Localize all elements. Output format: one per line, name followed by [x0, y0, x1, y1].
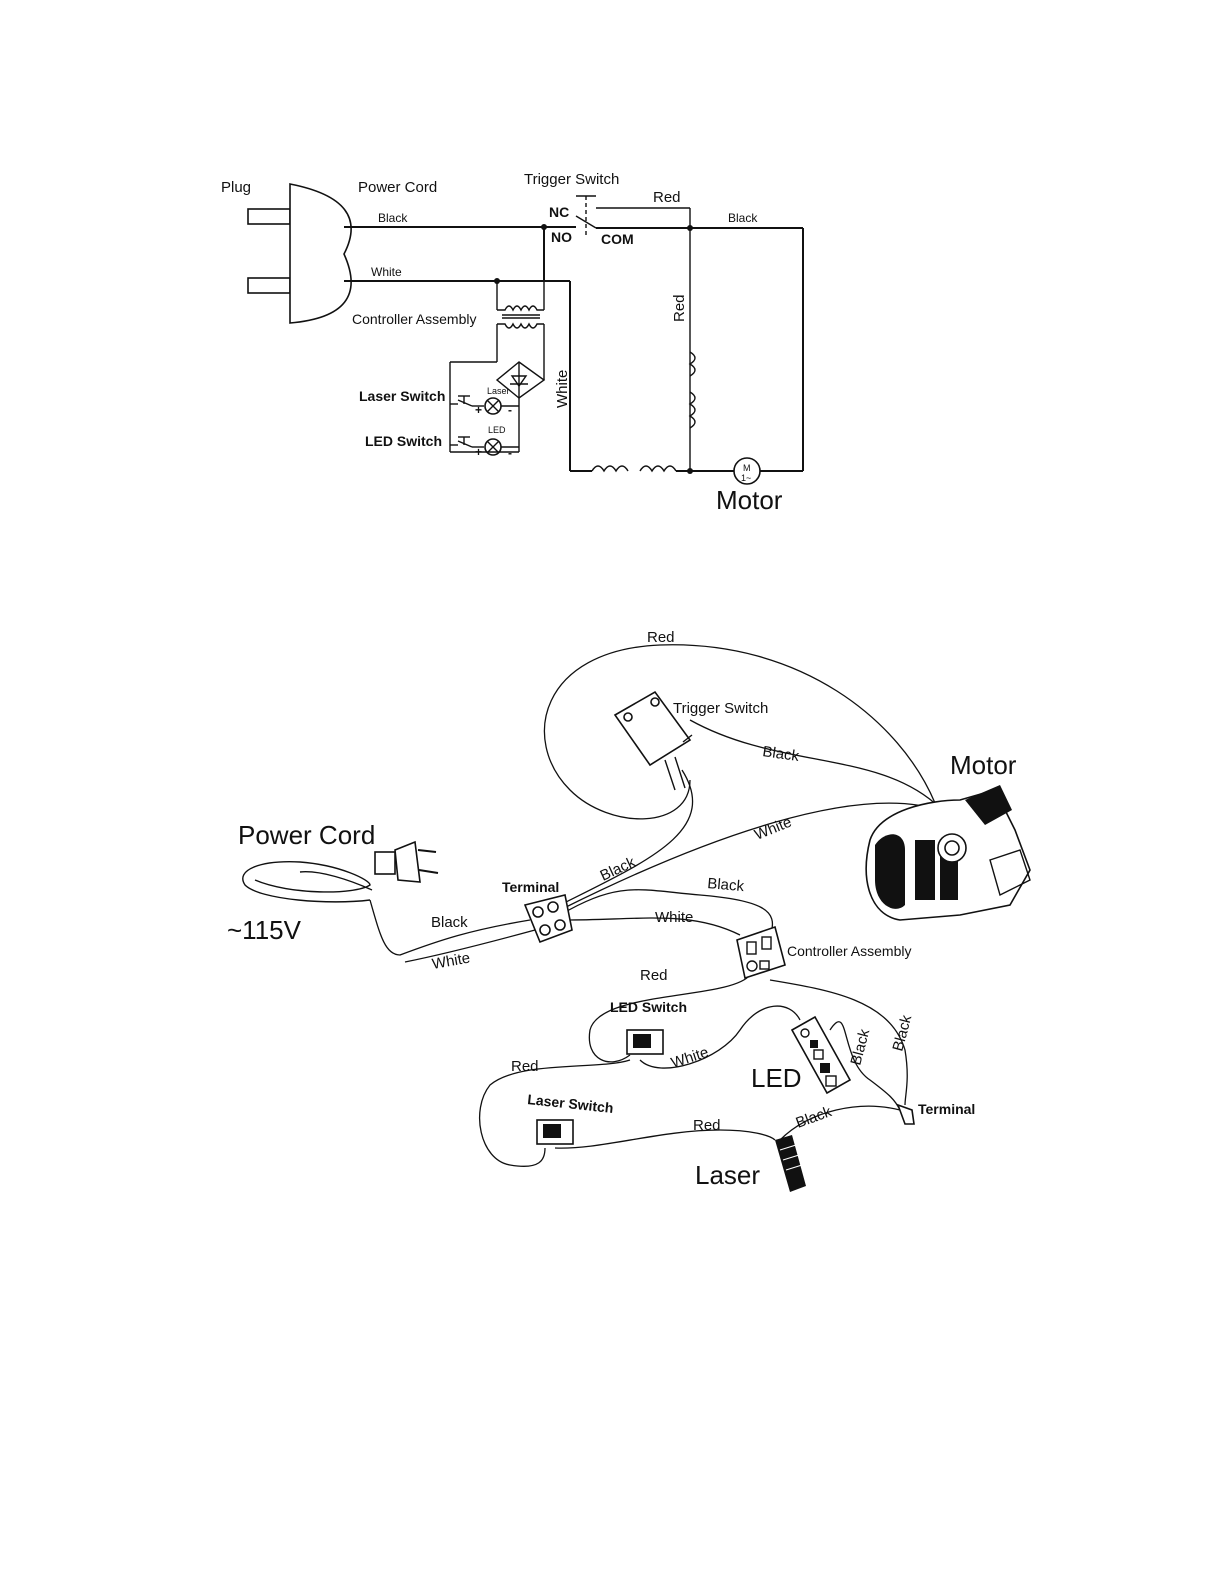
- led-board-part: [790, 1015, 852, 1095]
- junction-dot-2: [687, 225, 693, 231]
- junction-dot-3: [687, 468, 693, 474]
- black-wire-laser: [779, 1105, 901, 1141]
- red-wire-top-label: Red: [647, 629, 675, 646]
- field-coil-horizontal: [591, 465, 677, 473]
- black-wire-controller-label: Black: [707, 875, 746, 895]
- black-wire-label-2: Black: [728, 211, 758, 225]
- black-wire-led-1: [829, 1021, 901, 1111]
- no-label: NO: [551, 229, 572, 245]
- trigger-switch-part: [613, 690, 693, 791]
- laser-module-part: [775, 1135, 806, 1192]
- plug-symbol: [247, 183, 352, 324]
- led-switch-label: LED Switch: [610, 999, 687, 1015]
- black-wire-laser-label: Black: [794, 1103, 835, 1132]
- trigger-switch-label: Trigger Switch: [673, 700, 768, 717]
- laser-switch-label: Laser Switch: [359, 388, 445, 404]
- black-wire-cord-label: Black: [431, 914, 468, 931]
- red-wire-laser-label: Red: [693, 1117, 721, 1134]
- terminal-block-part: [523, 894, 573, 944]
- schematic-diagram: Plug Power Cord Black Trigger Switch NC …: [221, 171, 804, 515]
- led-minus: -: [508, 446, 512, 460]
- black-wire-led-2: [769, 979, 908, 1106]
- voltage-label: ~115V: [227, 915, 302, 945]
- power-cord-label: Power Cord: [238, 820, 375, 850]
- laser-minus: -: [508, 403, 512, 417]
- nc-label: NC: [549, 204, 569, 220]
- white-wire-label-v: White: [554, 370, 571, 408]
- red-wire-label-v: Red: [671, 294, 688, 322]
- motor-label: Motor: [950, 750, 1017, 780]
- red-wire-controller-label: Red: [640, 967, 668, 984]
- motor-symbol-m: M: [743, 463, 751, 473]
- com-label: COM: [601, 231, 634, 247]
- motor-symbol-ac: 1~: [741, 473, 751, 483]
- controller-assembly-label: Controller Assembly: [787, 943, 912, 959]
- motor-label: Motor: [716, 485, 783, 515]
- led-switch-label: LED Switch: [365, 433, 442, 449]
- white-wire-motor: [559, 802, 946, 911]
- red-wire-top: [543, 644, 936, 820]
- laser-switch-part: [536, 1119, 574, 1145]
- black-wire-cord: [369, 899, 531, 956]
- white-wire-cord-label: White: [431, 950, 472, 973]
- pictorial-diagram: Trigger Switch Red Black White Motor Pow…: [227, 629, 1031, 1192]
- power-cord-part: [242, 840, 439, 903]
- led-label: LED: [751, 1063, 802, 1093]
- laser-label: Laser: [695, 1160, 760, 1190]
- field-coil-vertical: [688, 351, 696, 429]
- black-wire-led-2-label: Black: [889, 1013, 915, 1053]
- controller-assembly-part: [736, 925, 786, 980]
- red-wire-controller: [588, 974, 751, 1063]
- power-cord-label: Power Cord: [358, 179, 437, 196]
- laser-switch-label: Laser Switch: [527, 1091, 615, 1116]
- black-wire-trigger: [689, 719, 941, 809]
- plug-label: Plug: [221, 179, 251, 196]
- controller-assembly-label: Controller Assembly: [352, 311, 477, 327]
- laser-small-label: Laser: [487, 386, 510, 396]
- black-wire-controller: [559, 889, 774, 936]
- black-wire-label-1: Black: [378, 211, 408, 225]
- red-wire-left: [478, 1059, 631, 1167]
- laser-switch-symbol: [450, 395, 484, 407]
- trigger-switch-symbol: [544, 195, 803, 236]
- white-wire-label: White: [371, 265, 402, 279]
- controller-transformer: [496, 281, 545, 380]
- terminal-2-label: Terminal: [918, 1101, 975, 1117]
- black-wire-terminal: [559, 769, 694, 906]
- trigger-switch-label: Trigger Switch: [524, 171, 619, 188]
- white-wire-led-label: White: [669, 1044, 711, 1072]
- terminal-label: Terminal: [502, 879, 559, 895]
- red-wire-laser: [554, 1129, 776, 1149]
- bridge-rectifier: [450, 361, 546, 452]
- white-wire-cord: [404, 929, 536, 963]
- red-wire-label-h: Red: [653, 189, 681, 206]
- black-wire-trigger-label: Black: [761, 743, 800, 765]
- small-terminal-part: [896, 1103, 915, 1125]
- white-wire-controller-label: White: [655, 909, 693, 926]
- black-wire-terminal-label: Black: [598, 854, 639, 885]
- led-small-label: LED: [488, 425, 506, 435]
- laser-plus: +: [475, 403, 482, 417]
- motor-part: [865, 785, 1031, 921]
- red-wire-left-label: Red: [511, 1058, 539, 1075]
- white-wire-controller: [564, 917, 741, 936]
- led-switch-symbol: [450, 436, 484, 448]
- led-switch-part: [626, 1029, 664, 1055]
- white-wire-motor-label: White: [752, 814, 794, 844]
- black-wire-led-1-label: Black: [847, 1027, 873, 1067]
- white-wire-led: [639, 1005, 801, 1069]
- led-plus: +: [475, 445, 482, 459]
